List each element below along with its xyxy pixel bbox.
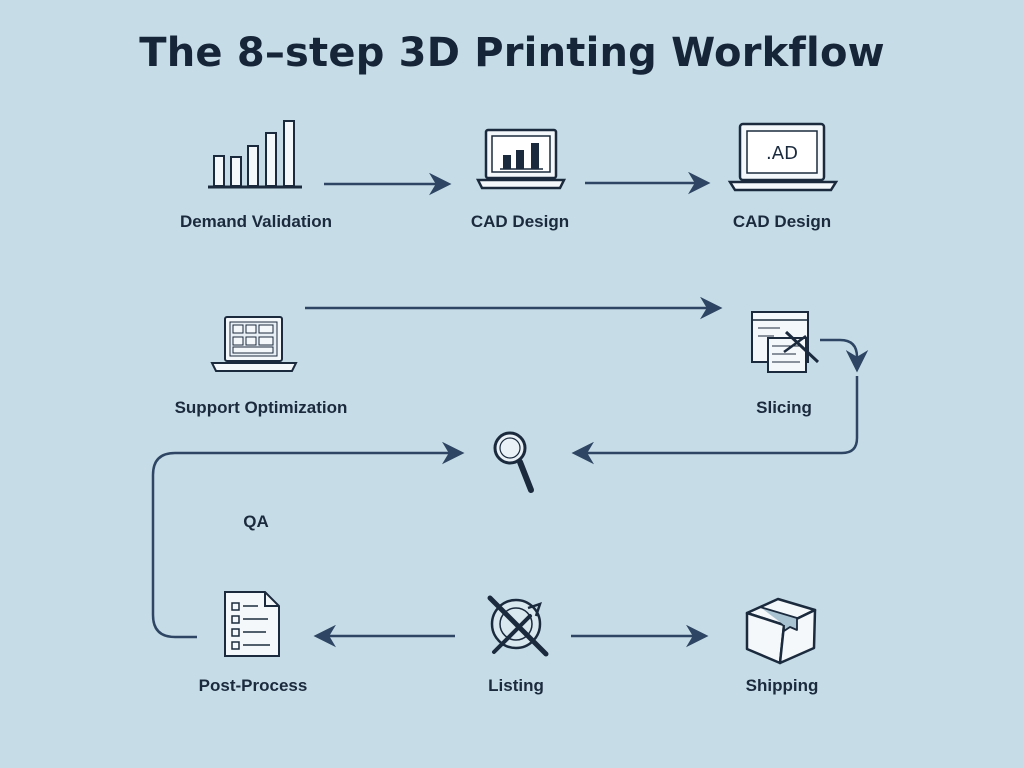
package-box-icon [745,597,817,665]
step-label-listing: Listing [488,676,544,695]
step-label-qa: QA [243,512,269,531]
step-label-demand-validation: Demand Validation [179,212,333,231]
checklist-document-icon [224,591,280,657]
step-label-cad-design-2: CAD Design [732,212,832,231]
step-label-support-optimization: Support Optimization [174,398,348,417]
step-label-slicing: Slicing [756,398,812,417]
arrow-postprocess-to-qa [151,441,465,639]
step-label-cad-design-1: CAD Design [470,212,570,231]
arrow-slicing-to-qa [571,376,859,465]
magnifier-icon [493,431,534,493]
step-label-shipping: Shipping [745,676,819,695]
laptop-screen-text: .AD [766,143,798,164]
laptop-chart-icon [475,128,567,190]
laptop-cad-icon: .AD [727,122,839,192]
slicing-software-icon [751,311,820,373]
arrow-slicing-loop-up [820,338,869,373]
bar-chart-icon [208,120,302,189]
connector-arrows [151,171,869,648]
step-label-post-process: Post-Process [198,676,308,695]
laptop-grid-icon [210,316,298,372]
crossed-tools-icon [487,595,549,657]
diagram-title: The 8–step 3D Printing Workflow [139,30,885,76]
